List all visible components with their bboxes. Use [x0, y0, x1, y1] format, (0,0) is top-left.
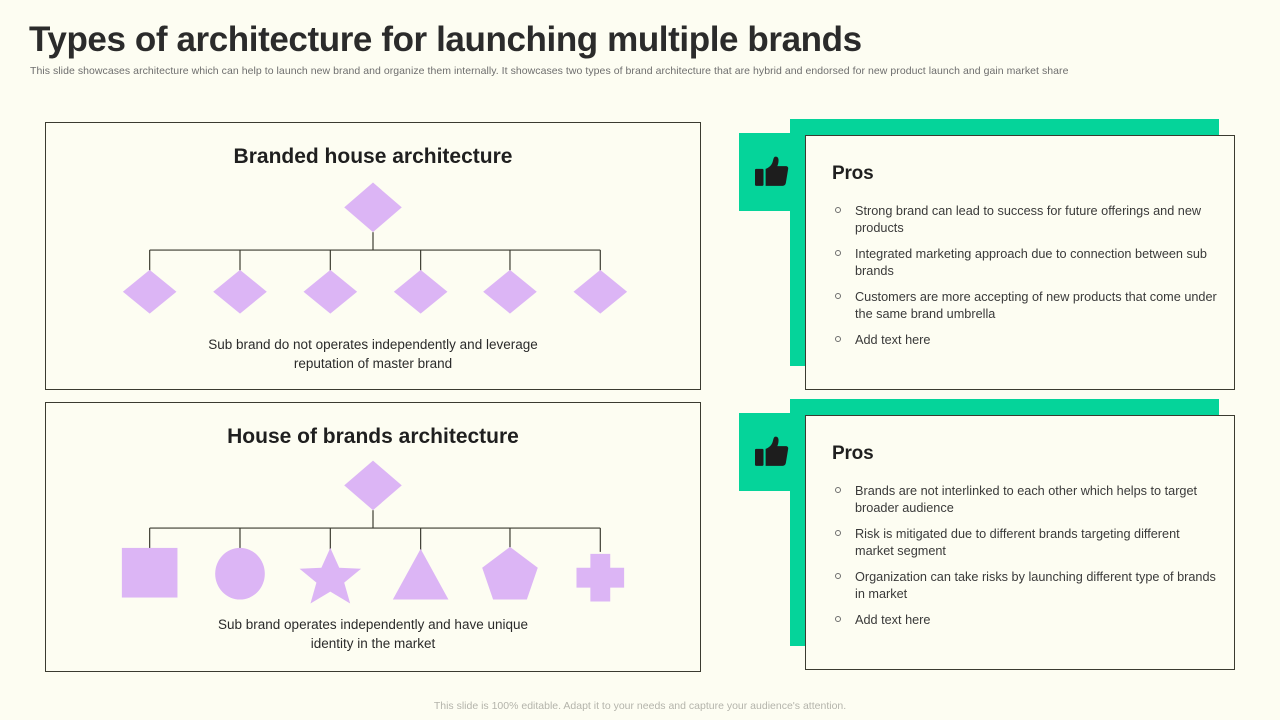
list-item: Strong brand can lead to success for fut… [828, 203, 1220, 237]
list-item-text[interactable]: Add text here [855, 613, 931, 627]
pros-heading: Pros [832, 163, 874, 184]
architecture-card-caption: Sub brand do not operates independently … [46, 335, 700, 373]
caption-line-2: reputation of master brand [293, 356, 453, 371]
child-diamond-shape-3 [303, 269, 358, 314]
thumbs-up-badge [739, 413, 805, 491]
list-item-text[interactable]: Add text here [855, 333, 931, 347]
child-diamond-shape-5 [483, 269, 537, 314]
list-item[interactable]: Add text here [828, 612, 1220, 629]
house-of-brands-tree-diagram [121, 460, 625, 604]
bullet-icon [835, 616, 841, 622]
child-diamond-shape-4 [393, 269, 448, 314]
pros-heading: Pros [832, 443, 874, 464]
child-square-shape [121, 547, 178, 598]
list-item: Organization can take risks by launching… [828, 569, 1220, 603]
list-item-text: Risk is mitigated due to different brand… [855, 527, 1180, 558]
child-pentagon-shape [482, 546, 538, 600]
list-item: Integrated marketing approach due to con… [828, 246, 1220, 280]
list-item-text: Integrated marketing approach due to con… [855, 247, 1207, 278]
bullet-icon [835, 293, 841, 299]
bullet-icon [835, 573, 841, 579]
page-title: Types of architecture for launching mult… [29, 20, 862, 59]
architecture-card-house-of-brands: House of brands architecture Sub brand o… [45, 402, 701, 672]
list-item-text: Customers are more accepting of new prod… [855, 290, 1217, 321]
child-cross-shape [576, 553, 625, 602]
list-item-text: Organization can take risks by launching… [855, 570, 1216, 601]
page-subtitle: This slide showcases architecture which … [30, 65, 1069, 77]
thumbs-up-badge [739, 133, 805, 211]
pros-list: Brands are not interlinked to each other… [828, 483, 1220, 638]
list-item-text: Strong brand can lead to success for fut… [855, 204, 1202, 235]
child-triangle-shape [392, 548, 449, 600]
thumbs-up-icon [755, 156, 789, 186]
root-diamond-shape [344, 460, 402, 511]
pros-list: Strong brand can lead to success for fut… [828, 203, 1220, 358]
list-item: Risk is mitigated due to different brand… [828, 526, 1220, 560]
architecture-card-title: House of brands architecture [227, 425, 519, 448]
branded-house-tree-diagram [122, 182, 628, 314]
pros-panel-branded-house: Pros Strong brand can lead to success fo… [739, 119, 1235, 390]
architecture-card-title: Branded house architecture [233, 145, 513, 168]
architecture-card-branded-house: Branded house architecture Sub brand do … [45, 122, 701, 390]
child-diamond-shape-1 [122, 269, 177, 314]
child-circle-shape [215, 547, 265, 600]
thumbs-up-icon [755, 436, 789, 466]
caption-line-1: Sub brand operates independently and hav… [218, 617, 528, 632]
child-diamond-shape-2 [213, 269, 267, 314]
architecture-card-caption: Sub brand operates independently and hav… [46, 615, 700, 653]
list-item: Brands are not interlinked to each other… [828, 483, 1220, 517]
child-star-shape [299, 547, 362, 604]
bullet-icon [835, 487, 841, 493]
root-diamond-shape [344, 182, 402, 233]
caption-line-1: Sub brand do not operates independently … [208, 337, 538, 352]
list-item-text: Brands are not interlinked to each other… [855, 484, 1198, 515]
pros-card: Pros Brands are not interlinked to each … [805, 415, 1235, 670]
child-diamond-shape-6 [573, 269, 628, 314]
pros-card: Pros Strong brand can lead to success fo… [805, 135, 1235, 390]
list-item: Customers are more accepting of new prod… [828, 289, 1220, 323]
bullet-icon [835, 336, 841, 342]
bullet-icon [835, 207, 841, 213]
caption-line-2: identity in the market [310, 636, 436, 651]
list-item[interactable]: Add text here [828, 332, 1220, 349]
bullet-icon [835, 530, 841, 536]
bullet-icon [835, 250, 841, 256]
pros-panel-house-of-brands: Pros Brands are not interlinked to each … [739, 399, 1235, 670]
footer-note: This slide is 100% editable. Adapt it to… [433, 700, 847, 712]
